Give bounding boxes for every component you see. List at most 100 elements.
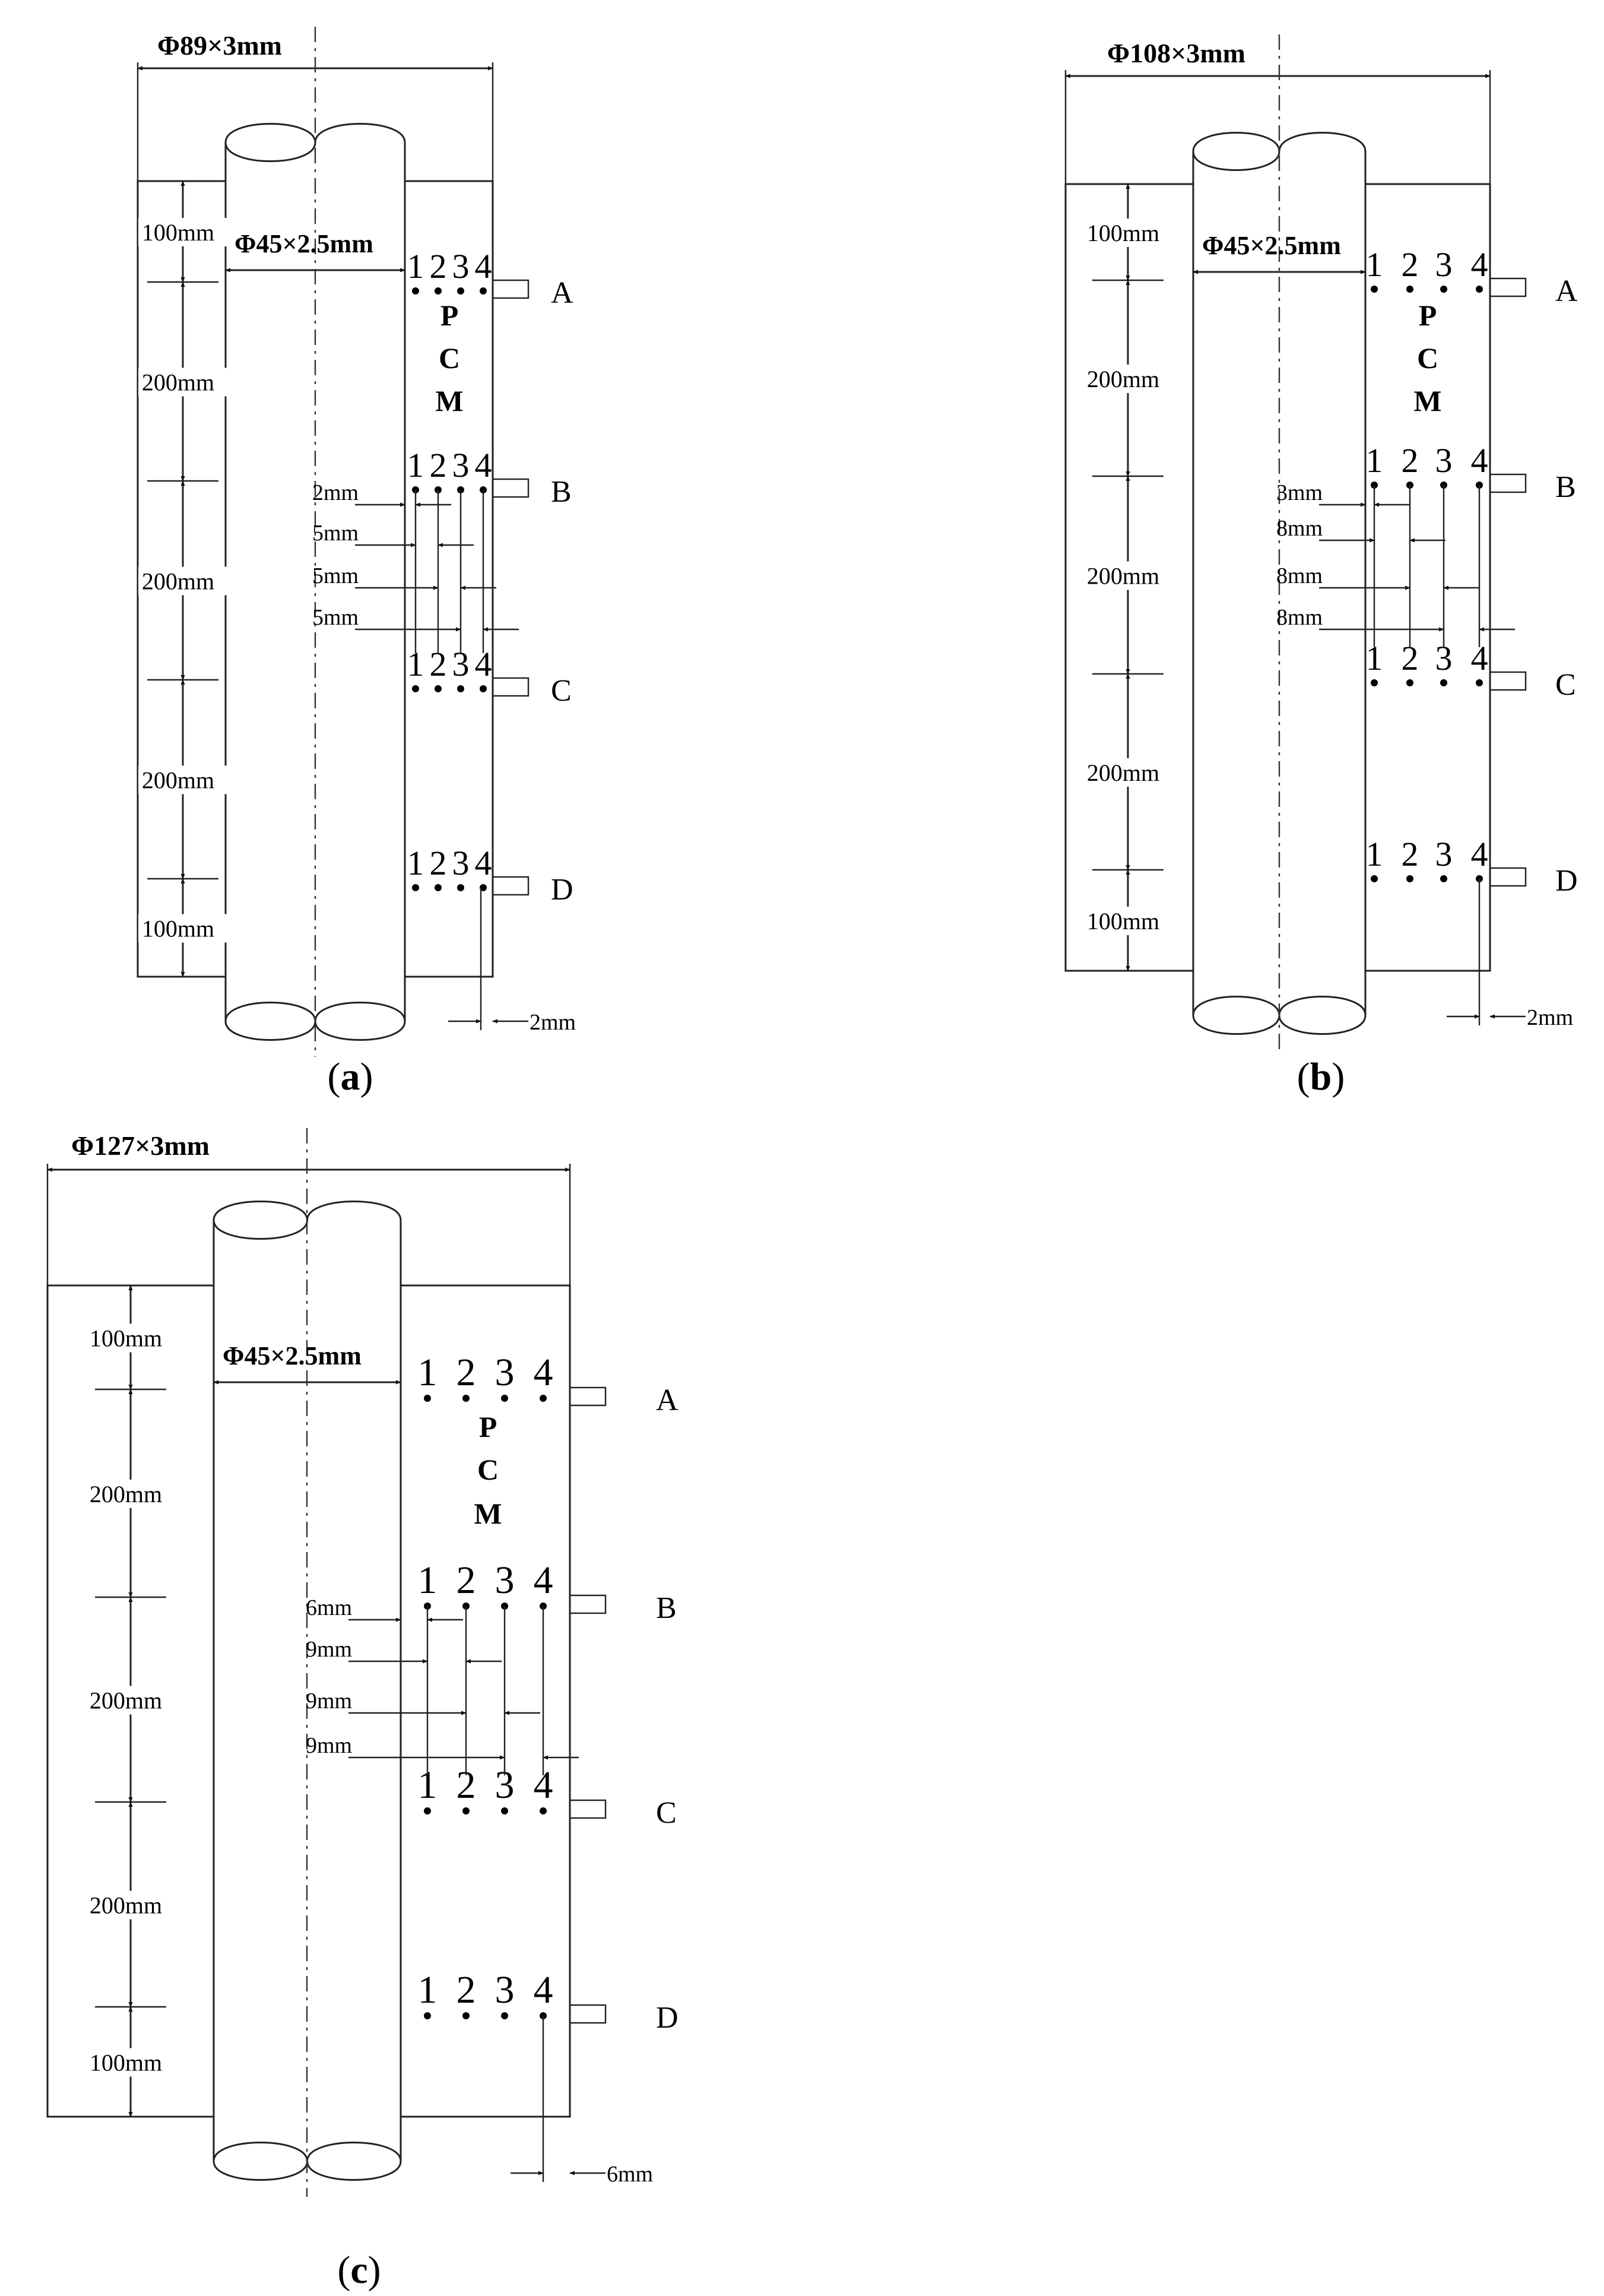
spacing-label: 5mm xyxy=(312,605,359,630)
sensor-point xyxy=(412,884,419,891)
height-label-bg xyxy=(1083,758,1172,787)
lead-box xyxy=(569,2004,607,2024)
sensor-point xyxy=(540,1395,547,1402)
sensor-number: 2 xyxy=(1402,245,1419,284)
height-label-bg xyxy=(1083,365,1172,393)
pcm-letter: M xyxy=(1413,384,1441,417)
caption-close-paren: ) xyxy=(1332,1055,1345,1098)
spacing-label: 8mm xyxy=(1276,605,1323,630)
height-label: 200mm xyxy=(90,1892,162,1919)
sensor-number: 1 xyxy=(1366,245,1383,284)
sensor-point xyxy=(462,1807,470,1814)
panel-b: Φ108×3mmΦ45×2.5mmPCM100mm200mm200mm200mm… xyxy=(1064,34,1578,1098)
height-label: 100mm xyxy=(1087,908,1159,935)
sensor-point xyxy=(1406,875,1413,882)
caption-letter: b xyxy=(1310,1055,1332,1098)
spacing-label: 9mm xyxy=(306,1637,352,1662)
height-label-bg xyxy=(86,1890,175,1920)
caption-letter: a xyxy=(341,1055,360,1098)
spacing-label: 5mm xyxy=(312,521,359,546)
panel-caption: (b) xyxy=(1297,1055,1345,1098)
sensor-point xyxy=(435,685,442,692)
pcm-letter: P xyxy=(440,299,459,332)
spacing-label: 8mm xyxy=(1276,516,1323,541)
sensor-number: 3 xyxy=(452,247,470,286)
lead-box xyxy=(492,876,530,896)
row-label-A: A xyxy=(551,276,573,310)
sensor-number: 4 xyxy=(475,844,492,882)
row-label-A: A xyxy=(656,1383,679,1417)
sensor-point xyxy=(424,1395,431,1402)
height-label-bg xyxy=(86,2048,175,2077)
row-label-D: D xyxy=(656,2001,679,2035)
panel-a: Φ89×3mmΦ45×2.5mmPCM100mm200mm200mm200mm1… xyxy=(137,27,576,1098)
sensor-point xyxy=(480,685,487,692)
height-label: 200mm xyxy=(1087,366,1159,392)
sensor-number: 4 xyxy=(475,247,492,286)
caption-open-paren: ( xyxy=(328,1055,341,1098)
bottom-gap-label: 2mm xyxy=(530,1010,576,1035)
sensor-number: 4 xyxy=(1471,245,1488,284)
lead-box xyxy=(1489,867,1527,887)
inner-diameter-label: Φ45×2.5mm xyxy=(234,229,373,258)
sensor-point xyxy=(435,884,442,891)
lead-box xyxy=(569,1799,607,1819)
sensor-number: 2 xyxy=(457,1968,476,2012)
sensor-number: 4 xyxy=(534,1559,553,1602)
sensor-point xyxy=(540,1807,547,1814)
pcm-letter: P xyxy=(479,1410,497,1443)
sensor-point xyxy=(1476,679,1483,686)
sensor-point xyxy=(1406,286,1413,293)
spacing-label: 8mm xyxy=(1276,563,1323,588)
row-label-B: B xyxy=(656,1591,677,1625)
sensor-point xyxy=(412,287,419,294)
height-label-bg xyxy=(138,914,227,943)
height-label: 200mm xyxy=(1087,563,1159,590)
spacing-label: 9mm xyxy=(306,1733,352,1758)
height-label-bg xyxy=(1083,561,1172,590)
sensor-number: 3 xyxy=(1435,441,1453,480)
pcm-letter: M xyxy=(474,1497,502,1530)
sensor-number: 1 xyxy=(1366,441,1383,480)
sensor-number: 2 xyxy=(457,1559,476,1602)
height-label: 100mm xyxy=(1087,220,1159,246)
sensor-number: 4 xyxy=(534,1351,553,1394)
row-label-A: A xyxy=(1555,274,1578,308)
sensor-point xyxy=(1440,679,1447,686)
height-label-bg xyxy=(138,566,227,596)
pcm-letter: M xyxy=(435,384,463,417)
outer-diameter-label: Φ89×3mm xyxy=(157,30,282,61)
height-label: 200mm xyxy=(1087,759,1159,786)
inner-diameter-label: Φ45×2.5mm xyxy=(1202,231,1341,260)
sensor-point xyxy=(435,287,442,294)
sensor-point xyxy=(412,685,419,692)
lead-box xyxy=(569,1386,607,1407)
height-label: 100mm xyxy=(90,1325,162,1352)
panel-caption: (a) xyxy=(328,1055,373,1098)
sensor-number: 3 xyxy=(495,1559,515,1602)
height-label-bg xyxy=(86,1480,175,1508)
caption-close-paren: ) xyxy=(360,1055,373,1098)
sensor-number: 2 xyxy=(430,844,447,882)
row-label-D: D xyxy=(1555,864,1578,898)
sensor-point xyxy=(1406,679,1413,686)
height-label: 200mm xyxy=(142,767,214,794)
sensor-point xyxy=(1440,875,1447,882)
sensor-number: 2 xyxy=(1402,835,1419,873)
panel-c: Φ127×3mmΦ45×2.5mmPCM100mm200mm200mm200mm… xyxy=(46,1128,679,2292)
spacing-label: 3mm xyxy=(1276,480,1323,505)
sensor-number: 1 xyxy=(1366,835,1383,873)
height-label-bg xyxy=(1083,907,1172,935)
sensor-number: 1 xyxy=(407,446,424,484)
pcm-letter: C xyxy=(477,1453,499,1486)
caption-letter: c xyxy=(350,2249,367,2292)
sensor-point xyxy=(462,1395,470,1402)
sensor-number: 4 xyxy=(475,446,492,484)
row-label-B: B xyxy=(551,475,572,509)
sensor-point xyxy=(1440,286,1447,293)
sensor-number: 3 xyxy=(452,446,470,484)
sensor-number: 2 xyxy=(430,446,447,484)
outer-diameter-label: Φ127×3mm xyxy=(71,1130,210,1161)
height-label: 100mm xyxy=(142,916,214,942)
